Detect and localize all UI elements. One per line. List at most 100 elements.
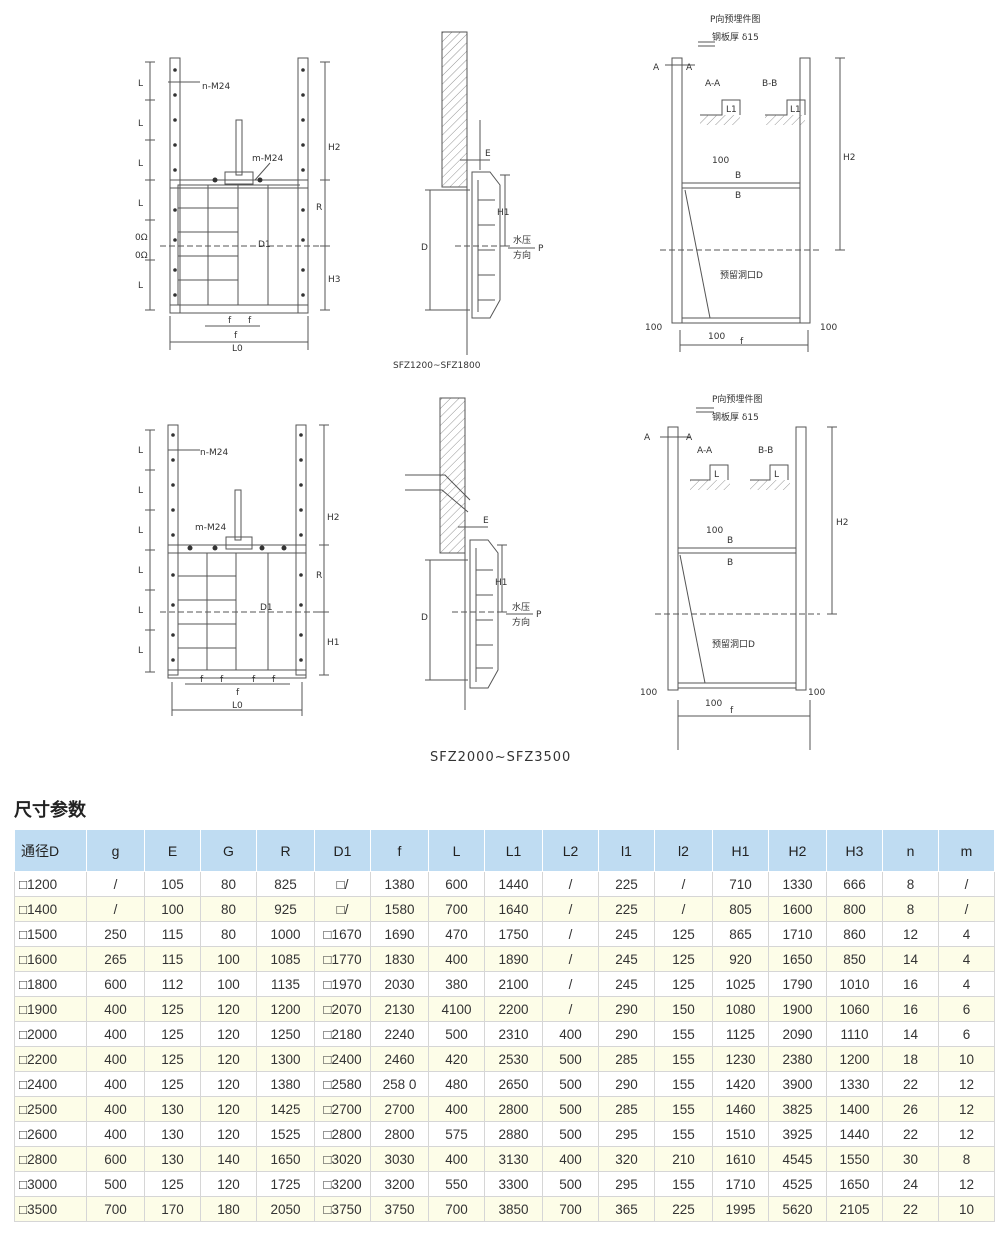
table-cell: 1750	[484, 921, 543, 947]
label-L: L	[714, 470, 719, 480]
label-100: 100	[640, 688, 657, 698]
label-n-bolt: n-M24	[200, 448, 228, 458]
table-cell: 1300	[256, 1046, 315, 1072]
table-cell: 1525	[256, 1121, 315, 1147]
label-100: 100	[712, 156, 729, 166]
table-cell: 290	[598, 1021, 655, 1047]
table-cell: /	[86, 871, 145, 897]
bottom-model-caption: SFZ2000~SFZ3500	[430, 750, 572, 765]
table-cell: 290	[598, 996, 655, 1022]
table-cell: 125	[654, 971, 713, 997]
label-B: B	[735, 171, 741, 181]
label-L: L	[774, 470, 779, 480]
table-cell: 18	[882, 1046, 939, 1072]
label-H1: H1	[327, 638, 340, 648]
label-section-AA: A-A	[705, 79, 721, 89]
table-cell: 6	[938, 996, 995, 1022]
table-cell: □/	[314, 871, 371, 897]
table-cell: 120	[200, 996, 257, 1022]
table-cell: □2800	[314, 1121, 371, 1147]
table-cell: 1440	[484, 871, 543, 897]
label-f: f	[234, 331, 238, 341]
table-cell: 800	[826, 896, 883, 922]
column-header: f	[370, 829, 429, 872]
label-L0: L0	[232, 701, 243, 711]
top-side-view	[425, 31, 535, 355]
label-H1: H1	[497, 208, 510, 218]
table-cell: 120	[200, 1071, 257, 1097]
label-L: L	[138, 646, 143, 656]
table-cell: 16	[882, 971, 939, 997]
table-cell: 1900	[768, 996, 827, 1022]
table-cell: 1080	[712, 996, 769, 1022]
label-section-BB: B-B	[758, 446, 773, 456]
table-cell: 150	[654, 996, 713, 1022]
table-cell: 1460	[712, 1096, 769, 1122]
table-cell: 80	[200, 896, 257, 922]
label-100: 100	[705, 699, 722, 709]
table-cell: 100	[144, 896, 201, 922]
table-cell: 3200	[370, 1171, 429, 1197]
table-cell: 125	[654, 921, 713, 947]
table-cell: 480	[428, 1071, 485, 1097]
table-cell: 1890	[484, 946, 543, 972]
label-section-AA: A-A	[697, 446, 713, 456]
label-100: 100	[706, 526, 723, 536]
table-cell: 4525	[768, 1171, 827, 1197]
label-plate-thickness: 钢板厚 δ15	[712, 411, 759, 423]
column-header: 通径D	[14, 829, 87, 872]
table-cell: 2800	[484, 1096, 543, 1122]
table-cell: 575	[428, 1121, 485, 1147]
table-cell: 2700	[370, 1096, 429, 1122]
table-cell: □1500	[14, 921, 87, 947]
table-cell: □2600	[14, 1121, 87, 1147]
table-cell: 155	[654, 1021, 713, 1047]
column-header: H2	[768, 829, 827, 872]
table-cell: 1010	[826, 971, 883, 997]
table-cell: /	[938, 871, 995, 897]
table-cell: 1330	[768, 871, 827, 897]
table-cell: 12	[938, 1071, 995, 1097]
table-cell: /	[542, 921, 599, 947]
label-L: L	[138, 119, 143, 129]
label-100: 100	[645, 323, 662, 333]
label-H2: H2	[836, 518, 849, 528]
table-cell: 400	[86, 996, 145, 1022]
table-cell: □1400	[14, 896, 87, 922]
table-cell: 710	[712, 871, 769, 897]
table-cell: 1600	[768, 896, 827, 922]
table-cell: 155	[654, 1096, 713, 1122]
label-water-direction: 方向	[512, 616, 530, 628]
table-cell: 210	[654, 1146, 713, 1172]
table-cell: 1510	[712, 1121, 769, 1147]
table-cell: /	[86, 896, 145, 922]
table-cell: 1995	[712, 1196, 769, 1222]
table-cell: 1710	[768, 921, 827, 947]
label-n-bolt: n-M24	[202, 82, 230, 92]
label-L: L	[138, 606, 143, 616]
table-cell: 1690	[370, 921, 429, 947]
table-cell: 1400	[826, 1096, 883, 1122]
table-cell: 500	[86, 1171, 145, 1197]
table-cell: 130	[144, 1096, 201, 1122]
table-cell: 22	[882, 1196, 939, 1222]
table-cell: 265	[86, 946, 145, 972]
table-cell: 125	[144, 996, 201, 1022]
table-cell: /	[542, 871, 599, 897]
label-L: L	[138, 79, 143, 89]
table-cell: 700	[428, 1196, 485, 1222]
table-cell: 120	[200, 1171, 257, 1197]
table-cell: 170	[144, 1196, 201, 1222]
table-cell: 130	[144, 1146, 201, 1172]
table-cell: 1125	[712, 1021, 769, 1047]
label-P: P	[536, 610, 542, 620]
table-cell: 115	[144, 946, 201, 972]
label-D: D	[421, 243, 428, 253]
